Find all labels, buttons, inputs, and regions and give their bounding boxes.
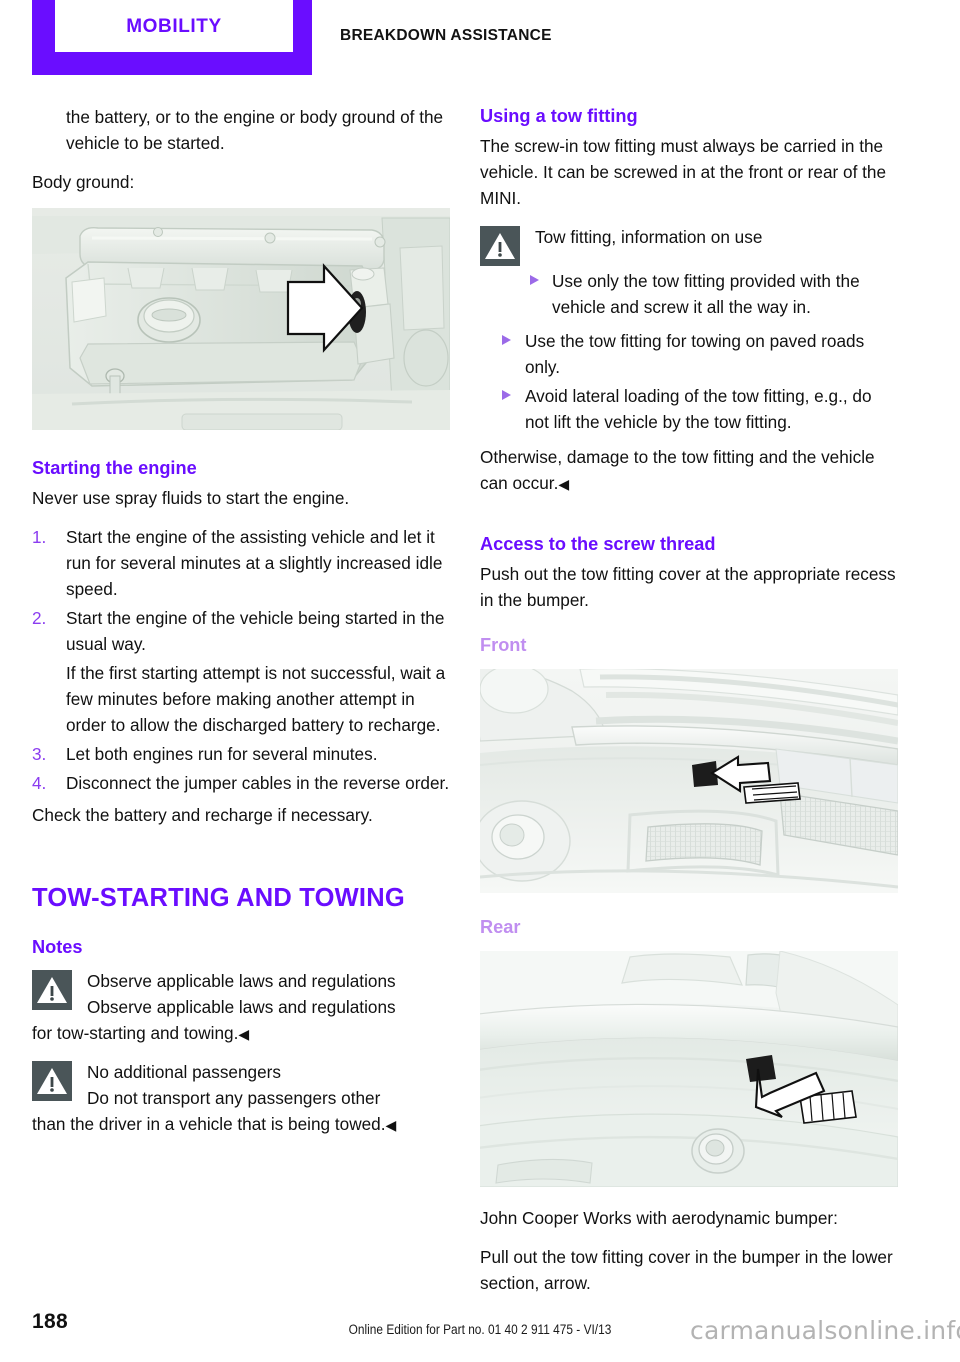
list-item: Use only the tow fitting provided with t… <box>480 268 898 320</box>
warning-icon <box>480 226 520 266</box>
chapter-tab-label-box: MOBILITY <box>55 0 293 52</box>
list-item: 3. Let both engines run for several minu… <box>32 741 450 767</box>
starting-engine-closing: Check the battery and recharge if necess… <box>32 805 373 825</box>
warning-note: Tow fitting, information on use <box>480 224 898 266</box>
list-marker: 4. <box>32 773 47 793</box>
triangle-bullet-icon <box>502 390 511 400</box>
list-item-text: Avoid lateral loading of the tow fitting… <box>525 386 872 432</box>
tow-fitting-closing: Otherwise, damage to the tow fitting and… <box>480 444 898 497</box>
starting-engine-steps: 1. Start the engine of the assisting veh… <box>32 524 450 657</box>
list-item: 2. Start the engine of the vehicle being… <box>32 605 450 657</box>
figure-front-bumper <box>480 669 898 893</box>
body-ground-label: Body ground: <box>32 172 135 192</box>
warning-note: Observe applicable laws and regulations … <box>32 968 450 1020</box>
figure-body-ground <box>32 208 450 430</box>
heading-notes: Notes <box>32 937 83 957</box>
note-continuation: for tow-starting and towing.◀ <box>32 1020 450 1047</box>
note-endmark: ◀ <box>385 1117 397 1133</box>
page-header: MOBILITY BREAKDOWN ASSISTANCE <box>0 0 960 78</box>
figure-rear-bumper <box>480 951 898 1187</box>
note-body: No additional passengers Do not transpor… <box>32 1059 450 1111</box>
step2-note: If the first starting attempt is not suc… <box>66 663 446 735</box>
note-continuation: than the driver in a vehicle that is bei… <box>32 1111 450 1138</box>
label-front: Front <box>480 635 527 655</box>
warning-note: No additional passengers Do not transpor… <box>32 1059 450 1111</box>
note-title: No additional passengers <box>87 1062 281 1082</box>
note-endmark: ◀ <box>238 1026 250 1042</box>
section-title: BREAKDOWN ASSISTANCE <box>340 27 552 44</box>
list-item-text: Start the engine of the vehicle being st… <box>66 608 445 654</box>
watermark: carmanualsonline.info <box>690 1316 960 1345</box>
jcw-note: John Cooper Works with aerodynamic bumpe… <box>480 1208 838 1228</box>
jcw-text: Pull out the tow fitting cover in the bu… <box>480 1247 893 1293</box>
label-rear: Rear <box>480 917 521 937</box>
list-item: Avoid lateral loading of the tow fitting… <box>480 383 898 435</box>
warning-triangle-icon <box>32 970 72 1010</box>
tow-fitting-bullets-first: Use only the tow fitting provided with t… <box>480 268 898 320</box>
note-body: Observe applicable laws and regulations … <box>32 968 450 1020</box>
tow-fitting-bullets: Use the tow fitting for towing on paved … <box>480 328 898 435</box>
edition-notice: Online Edition for Part no. 01 40 2 911 … <box>348 1322 612 1337</box>
continuation-paragraph: the battery, or to the engine or body gr… <box>66 107 444 153</box>
note-first-line: Observe applicable laws and regulations <box>87 997 396 1017</box>
list-item-text: Start the engine of the assisting vehicl… <box>66 527 443 599</box>
list-item-text: Let both engines run for several minutes… <box>66 744 378 764</box>
warning-triangle-icon <box>480 226 520 266</box>
list-item-text: Use the tow fitting for towing on paved … <box>525 331 865 377</box>
list-item: Use the tow fitting for towing on paved … <box>480 328 898 380</box>
rear-bumper-illustration <box>480 951 898 1187</box>
warning-icon <box>32 970 72 1010</box>
warning-icon <box>32 1061 72 1101</box>
triangle-bullet-icon <box>502 335 511 345</box>
list-item-text: Disconnect the jumper cables in the reve… <box>66 773 450 793</box>
heading-access-to-screw-thread: Access to the screw thread <box>480 534 716 554</box>
list-item: 1. Start the engine of the assisting veh… <box>32 524 450 602</box>
note-title: Tow fitting, information on use <box>535 227 763 247</box>
engine-bay-illustration <box>32 208 450 430</box>
note-first-line: Do not transport any passengers other <box>87 1088 381 1108</box>
triangle-bullet-icon <box>530 275 539 285</box>
page-footer: 188 Online Edition for Part no. 01 40 2 … <box>0 1302 960 1362</box>
front-bumper-illustration <box>480 669 898 893</box>
list-item-text: Use only the tow fitting provided with t… <box>552 271 860 317</box>
tow-fitting-closing-text: Otherwise, damage to the tow fitting and… <box>480 447 875 493</box>
starting-engine-intro: Never use spray fluids to start the engi… <box>32 488 350 508</box>
access-screw-thread-intro: Push out the tow fitting cover at the ap… <box>480 564 896 610</box>
list-marker: 3. <box>32 744 47 764</box>
heading-tow-starting-and-towing: TOW-STARTING AND TOWING <box>32 884 405 912</box>
tow-fitting-intro: The screw-in tow fitting must always be … <box>480 136 887 208</box>
page-number: 188 <box>32 1310 68 1333</box>
list-marker: 2. <box>32 608 47 628</box>
closing-endmark: ◀ <box>558 476 570 492</box>
heading-using-a-tow-fitting: Using a tow fitting <box>480 106 638 126</box>
list-item: 4. Disconnect the jumper cables in the r… <box>32 770 450 796</box>
list-marker: 1. <box>32 527 47 547</box>
spacer <box>32 1047 450 1059</box>
starting-engine-steps-continued: 3. Let both engines run for several minu… <box>32 741 450 796</box>
note-body: Tow fitting, information on use <box>480 224 898 250</box>
warning-triangle-icon <box>32 1061 72 1101</box>
chapter-title: MOBILITY <box>126 15 222 37</box>
spacer <box>32 841 450 883</box>
note-continuation-text: than the driver in a vehicle that is bei… <box>32 1114 386 1134</box>
heading-starting-the-engine: Starting the engine <box>32 458 197 478</box>
note-title: Observe applicable laws and regulations <box>87 971 396 991</box>
right-column: Using a tow fitting The screw-in tow fit… <box>480 104 898 1309</box>
note-continuation-text: for tow-starting and towing. <box>32 1023 239 1043</box>
spacer <box>480 510 898 532</box>
left-column: the battery, or to the engine or body gr… <box>32 104 450 1138</box>
